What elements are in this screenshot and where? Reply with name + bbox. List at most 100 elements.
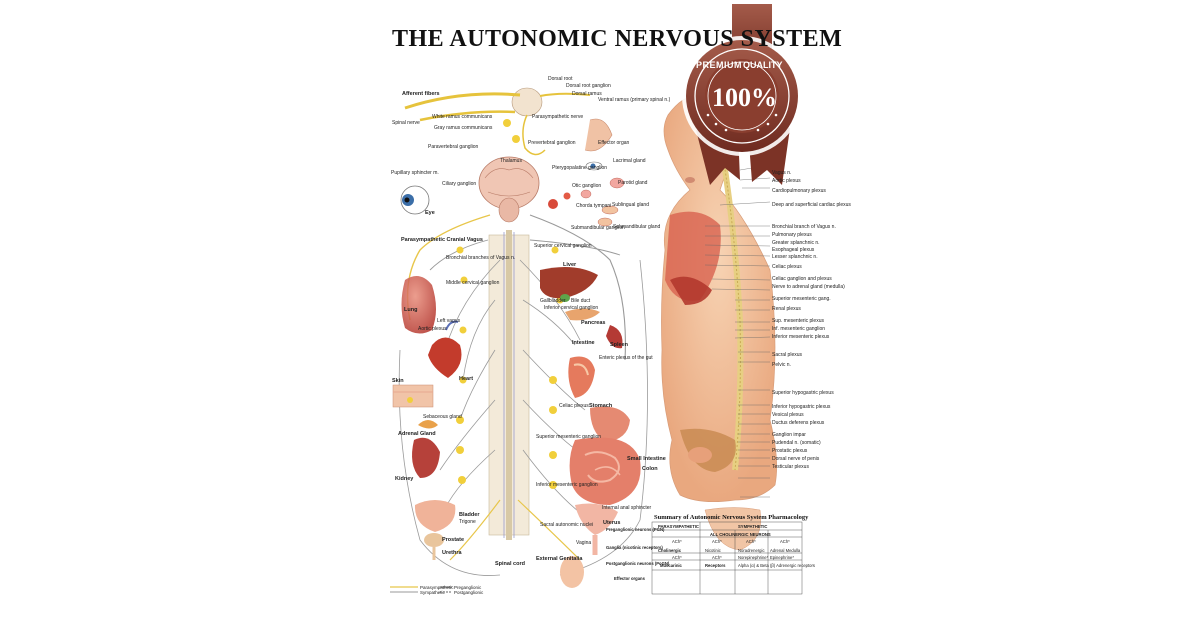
label-skin: Skin (392, 378, 404, 384)
label-external-genitalia: External Genitalia (536, 556, 583, 562)
label-aortic-plexus: Aortic plexus (418, 326, 447, 332)
head-glands (548, 177, 625, 227)
premium-quality-seal (682, 4, 802, 185)
summary-ach-3: ACh* (746, 539, 756, 544)
torso-label: Inferior mesenteric plexus (772, 334, 830, 340)
liver (540, 266, 598, 302)
torso-label: Celiac plexus (772, 264, 802, 270)
label-prevertebral-ganglion: Prevertebral ganglion (528, 140, 576, 146)
torso-label: Sup. mesenteric plexus (772, 318, 824, 324)
label-spinal-nerve: Spinal nerve (392, 120, 420, 126)
label-stomach: Stomach (589, 403, 613, 409)
label-spleen: Spleen (610, 342, 629, 348)
label-parasympathetic-nerve: Parasympathetic nerve (532, 114, 584, 120)
torso-label: Greater splanchnic n. (772, 240, 820, 246)
label-pupillary-sphincter: Pupillary sphincter m. (391, 170, 439, 176)
summary-parasympathetic: PARASYMPATHETIC (658, 524, 699, 529)
label-inferior-mesenteric-ganglion: Inferior mesenteric ganglion (536, 482, 598, 488)
torso-label: Sacral plexus (772, 352, 803, 358)
label-gray-ramus: Gray ramus communicans (434, 125, 493, 131)
sympathetic-chain-ganglia (456, 246, 564, 489)
spinal-segment (404, 87, 613, 156)
label-inferior-cervical-ganglion: Inferior cervical ganglion (544, 305, 599, 311)
lacrimal-eye (585, 161, 603, 171)
uterus (575, 503, 618, 555)
torso-label: Dorsal nerve of penis (772, 456, 820, 462)
legend-postganglionic: Postganglionic (454, 590, 484, 595)
label-ventral-ramus: Ventral ramus (primary spinal n.) (598, 97, 671, 103)
label-sweat-gland: Sebaceous gland (423, 414, 462, 420)
summary-alpha-beta: Alpha (α) & Beta (β) Adrenergic receptor… (738, 563, 815, 568)
summary-postganglionic: Postganglionic neurons (PoGN) (606, 561, 670, 566)
torso-label: Esophageal plexus (772, 247, 815, 253)
eye (400, 185, 430, 215)
label-intestine: Intestine (572, 340, 595, 346)
label-effector-organ: Effector organ (598, 140, 630, 146)
label-chorda-tympani: Chorda tympani (576, 203, 612, 209)
label-myenteric-plexus: Enteric plexus of the gut (599, 355, 653, 361)
adrenal-kidney (412, 420, 440, 478)
summary-ach-6: ACh* (712, 555, 722, 560)
pharmacology-table (651, 521, 803, 595)
lung (401, 276, 436, 334)
summary-receptors: Receptors (705, 563, 726, 568)
torso-label: Cardiopulmonary plexus (772, 188, 826, 194)
summary-ach-2: ACh* (712, 539, 722, 544)
torso-label: Vesical plexus (772, 412, 804, 418)
label-lacrimal-gland: Lacrimal gland (613, 158, 646, 164)
label-sacral-nuclei: Sacral autonomic nuclei (540, 522, 594, 528)
pancreas (565, 308, 600, 321)
torso-label: Celiac ganglion and plexus (772, 276, 832, 282)
label-superior-cervical-ganglion: Superior cervical ganglion (534, 243, 592, 249)
summary-adrenal-medulla: Adrenal Medulla (770, 548, 801, 553)
summary-ach-4: ACh* (780, 539, 790, 544)
summary-all-cholinergic: ALL CHOLINERGIC NEURONS (710, 532, 771, 537)
summary-preganglionic: Preganglionic neurons (PGN) (606, 527, 665, 532)
intestines (569, 437, 641, 505)
label-heart: Heart (459, 376, 474, 382)
torso-label: Prostatic plexus (772, 448, 808, 454)
summary-muscarinic: Muscarinic (660, 563, 682, 568)
torso-label: Aortic plexus (772, 178, 801, 184)
label-thalamus: Thalamus (500, 158, 522, 164)
label-dorsal-ramus: Dorsal ramus (572, 91, 602, 97)
label-spinal-cord: Spinal cord (495, 561, 525, 567)
summary-ach-1: ACh* (672, 539, 682, 544)
label-uterus: Uterus (603, 520, 621, 526)
torso-label: Superior mesenteric gang. (772, 296, 831, 302)
torso-label: Renal plexus (772, 306, 801, 312)
label-internal-anal-sphincter: Internal anal sphincter (602, 505, 652, 511)
torso-label: Superior hypogastric plexus (772, 390, 834, 396)
summary-ganglia: Ganglia (nicotinic receptors) (606, 545, 663, 550)
esophagus-gut (568, 356, 595, 398)
label-superior-mesenteric-ganglion: Superior mesenteric ganglion (536, 434, 602, 440)
body-profile (661, 94, 778, 551)
label-dorsal-root: Dorsal root (548, 76, 573, 82)
label-dorsal-root-ganglion: Dorsal root ganglion (566, 83, 611, 89)
label-vagina: Vagina (576, 540, 592, 546)
legend-sympathetic: Sympathetic (420, 590, 445, 595)
label-liver: Liver (563, 262, 577, 268)
label-eye: Eye (425, 210, 435, 216)
label-bronchial-branches: Bronchial branches of Vagus n. (446, 255, 516, 261)
summary-title: Summary of Autonomic Nervous System Phar… (654, 514, 809, 521)
label-trigone: Trigone (459, 519, 476, 525)
summary-noradrenergic: Noradrenergic (738, 548, 765, 553)
label-middle-cervical-ganglion: Middle cervical ganglion (446, 280, 500, 286)
label-pterygopalatine-ganglion: Pterygopalatine ganglion (552, 165, 608, 171)
spinal-column (488, 230, 530, 540)
label-paravertebral-ganglion: Paravertebral ganglion (428, 144, 479, 150)
legend-parasympathetic: Parasympathetic (420, 585, 454, 590)
spleen (606, 325, 623, 349)
label-vagus: Parasympathetic Cranial Vagus (401, 237, 483, 243)
legend-lines (390, 586, 452, 593)
torso-label: Ganglion impar (772, 432, 806, 438)
label-bile-duct: Bile duct (571, 298, 591, 304)
summary-epinephrine: Epinephrine* (770, 555, 794, 560)
torso-label: Vagus n. (772, 170, 792, 176)
label-submandibular-ganglion: Submandibular ganglion (571, 225, 625, 231)
label-kidney: Kidney (395, 476, 414, 482)
summary-sympathetic: SYMPATHETIC (738, 524, 768, 529)
